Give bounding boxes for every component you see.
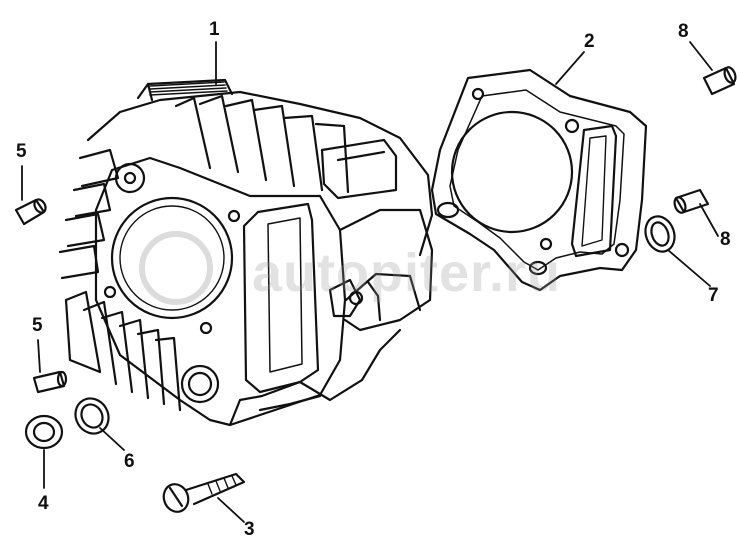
o-ring-7 [644,215,676,253]
head-gasket [430,68,648,292]
callout-7: 7 [708,285,719,306]
washer-4 [24,414,64,450]
callout-5-bottom: 5 [32,315,43,336]
bolt [162,472,246,513]
dowel-pin-5-top [14,198,47,226]
o-ring-6 [74,397,110,435]
watermark-logo [139,231,213,305]
dowel-pin-8-top [702,66,737,96]
callout-5-top: 5 [16,141,27,162]
callout-8-top: 8 [678,21,689,42]
watermark-text: autopiter.ru [252,243,562,303]
dowel-pin-5-bottom [32,370,68,394]
callout-8-right: 8 [720,229,731,250]
leader-lines [21,41,719,523]
callout-4: 4 [38,493,49,514]
callout-1: 1 [209,19,220,40]
dowel-pin-8-right [673,188,710,214]
cylinder-head [58,78,434,427]
callout-3: 3 [244,519,255,540]
callout-6: 6 [124,451,135,472]
callout-2: 2 [584,31,595,52]
